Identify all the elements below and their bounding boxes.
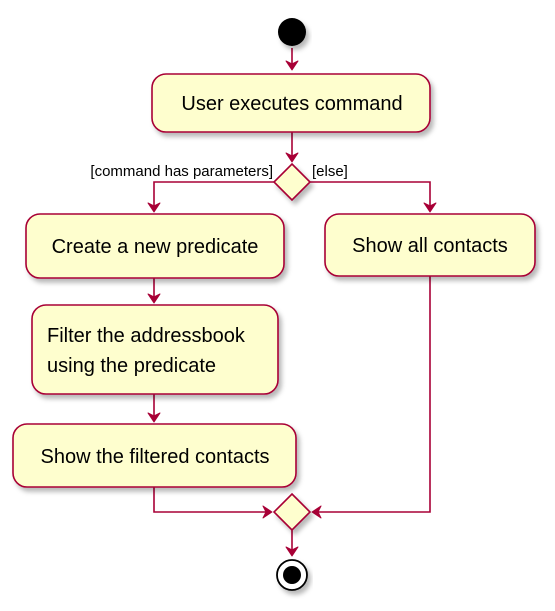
- activity-label: Create a new predicate: [52, 236, 259, 258]
- activity-label-line-2: using the predicate: [47, 355, 216, 377]
- arrowhead-icon: [262, 505, 273, 519]
- decision-diamond: [272, 162, 312, 202]
- arrowhead-icon: [147, 293, 161, 304]
- arrowhead-icon: [147, 202, 161, 213]
- edge-show-all-to-merge: [314, 276, 431, 513]
- start-node: [278, 18, 306, 46]
- activity-label: Show the filtered contacts: [40, 446, 269, 468]
- edge-show-filtered-to-merge: [153, 487, 270, 513]
- arrowhead-icon: [285, 152, 299, 163]
- end-node: [276, 559, 308, 591]
- activity-filter-addressbook: Filter the addressbook using the predica…: [31, 304, 279, 395]
- activity-label: Show all contacts: [352, 235, 508, 257]
- activity-show-filtered-contacts: Show the filtered contacts: [12, 423, 297, 488]
- arrowhead-icon: [423, 202, 437, 213]
- arrowheads: [147, 60, 437, 557]
- arrowhead-icon: [147, 412, 161, 423]
- edge-decision-to-create-predicate: [153, 181, 276, 210]
- activity-show-all-contacts: Show all contacts: [324, 213, 536, 277]
- arrowhead-icon: [285, 546, 299, 557]
- arrowhead-icon: [285, 60, 299, 71]
- guard-label-else: [else]: [312, 163, 348, 180]
- edge-decision-to-show-all: [308, 181, 431, 210]
- activity-create-predicate: Create a new predicate: [25, 213, 285, 279]
- connectors: [153, 48, 431, 554]
- arrowhead-icon: [311, 505, 322, 519]
- activity-label: User executes command: [181, 93, 402, 115]
- guard-label-has-parameters: [command has parameters]: [90, 163, 273, 180]
- activity-label-line-1: Filter the addressbook: [47, 325, 246, 347]
- merge-diamond: [272, 492, 312, 532]
- activity-user-executes-command: User executes command: [151, 73, 431, 133]
